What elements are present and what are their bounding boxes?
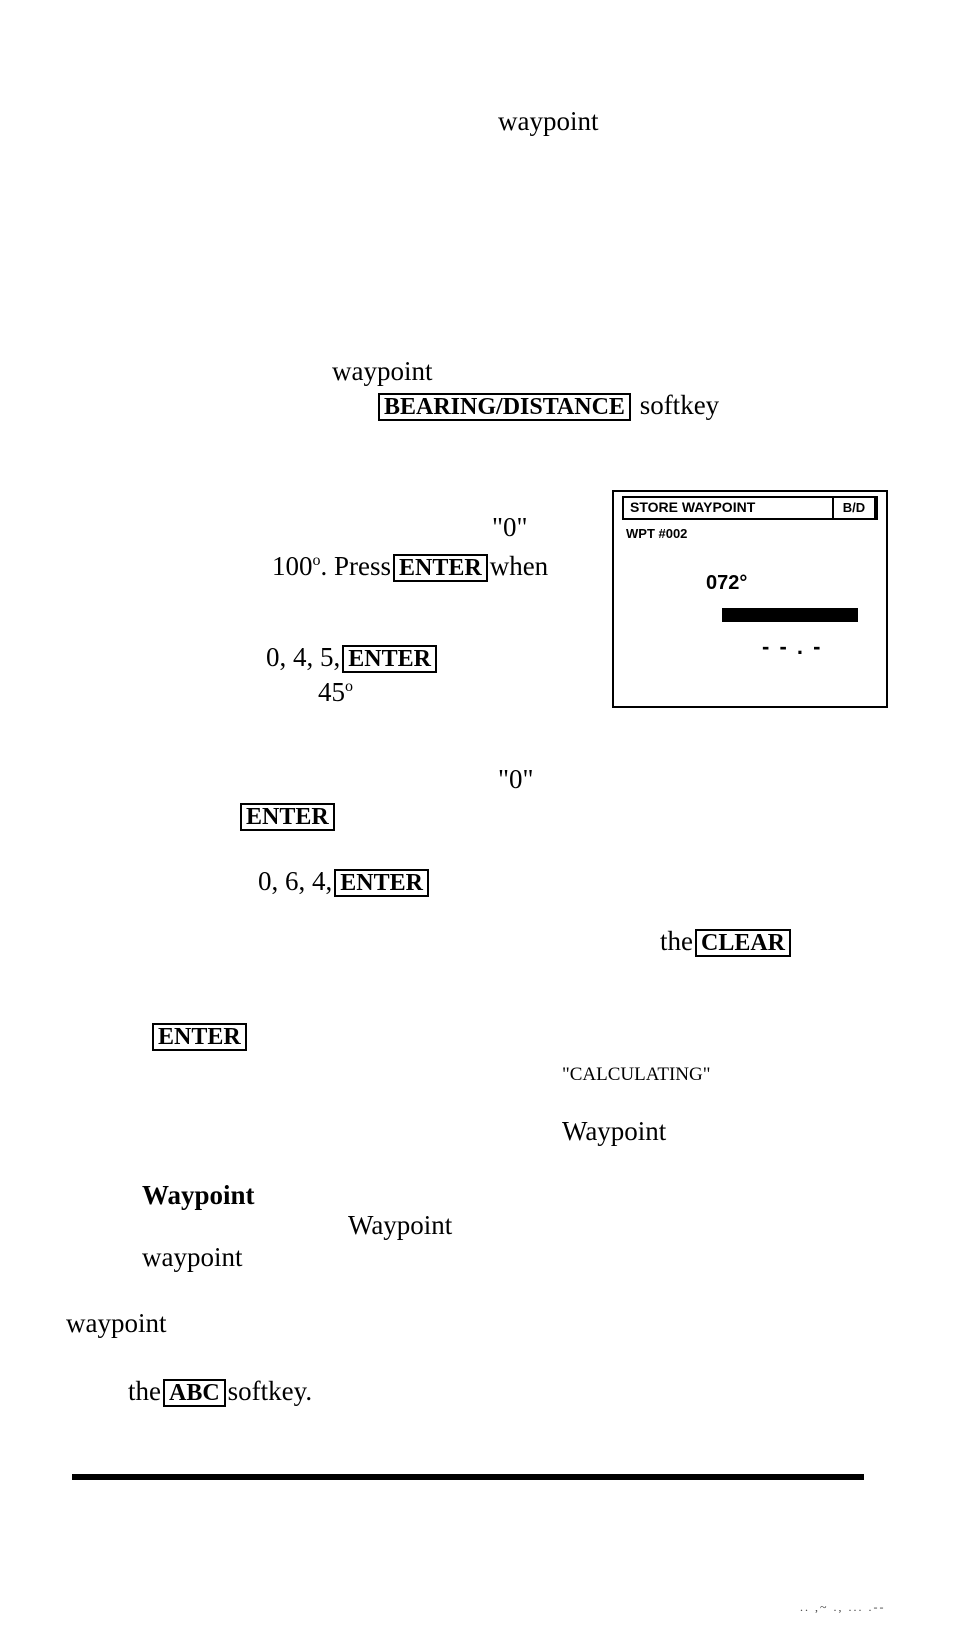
digits-064: 0, 6, 4,: [258, 866, 333, 896]
enter-line-5: ENTER: [150, 1020, 249, 1051]
bd-softkey-label: B/D: [832, 496, 876, 520]
screen-header: STORE WAYPOINT B/D: [622, 496, 878, 520]
digits-064-line: 0, 6, 4,ENTER: [258, 866, 431, 897]
digits-045: 0, 4, 5,: [266, 642, 341, 672]
text-waypoint-3: Waypoint: [562, 1116, 667, 1146]
text-waypoint-2: waypoint: [332, 356, 433, 386]
value-45-line: 45o: [318, 672, 353, 707]
enter-key-5: ENTER: [152, 1023, 247, 1051]
degree-symbol-2: o: [345, 678, 353, 695]
press-text: . Press: [320, 551, 392, 581]
distance-value: - - . -: [762, 634, 823, 659]
digits-045-line: 0, 4, 5,ENTER: [266, 642, 439, 673]
text-waypoint-6: waypoint: [66, 1308, 167, 1338]
value-100: 100: [272, 551, 313, 581]
enter-key-3: ENTER: [240, 803, 335, 831]
the-text-2: the: [128, 1376, 161, 1406]
bearing-distance-key: BEARING/DISTANCE: [378, 393, 631, 421]
cursor-bar: [722, 608, 858, 622]
enter-key-2: ENTER: [342, 645, 437, 673]
the-text: the: [660, 926, 693, 956]
text-quote-zero-1: "0": [492, 512, 528, 542]
gps-screen: STORE WAYPOINT B/D WPT #002 072° - - . -: [612, 490, 888, 708]
bearing-distance-line: BEARING/DISTANCE softkey: [376, 390, 719, 421]
value-45: 45: [318, 677, 345, 707]
waypoint-number: WPT #002: [626, 526, 688, 541]
enter-line-3: ENTER: [238, 800, 337, 831]
text-waypoint-bold: Waypoint: [142, 1180, 255, 1210]
bearing-value: 072°: [706, 572, 748, 594]
clear-key: CLEAR: [695, 929, 792, 957]
horizontal-rule: [72, 1474, 864, 1480]
softkey-text: softkey: [639, 390, 720, 420]
calculating-text: "CALCULATING": [562, 1064, 711, 1085]
when-text: when: [489, 551, 549, 581]
screen-title: STORE WAYPOINT: [630, 499, 756, 515]
enter-key-4: ENTER: [334, 869, 429, 897]
text-quote-zero-2: "0": [498, 764, 534, 794]
enter-key-1: ENTER: [393, 554, 488, 582]
text-waypoint-4: Waypoint: [348, 1210, 453, 1240]
text-waypoint-1: waypoint: [498, 106, 599, 136]
abc-key: ABC: [163, 1379, 226, 1407]
softkey-text-2: softkey.: [227, 1376, 313, 1406]
text-waypoint-5: waypoint: [142, 1242, 243, 1272]
degree-symbol: o: [312, 552, 321, 569]
scan-noise: .. ,~ ., ... .--: [800, 1600, 886, 1614]
